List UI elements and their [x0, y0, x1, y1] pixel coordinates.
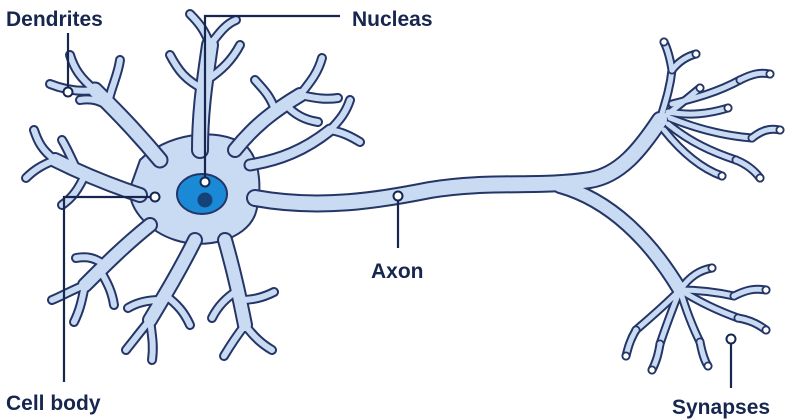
synapse-terminal	[704, 362, 711, 369]
dendrites-marker	[64, 88, 73, 97]
synapse-terminal	[708, 264, 715, 271]
nucleolus	[198, 193, 213, 208]
dendrite-left	[55, 160, 140, 195]
dendrite-upper-left	[95, 90, 160, 160]
synapse-terminal	[692, 50, 699, 57]
axon-lower-branch-outline	[560, 186, 680, 290]
neuron-fill	[26, 14, 784, 374]
nucleus-marker	[201, 178, 210, 187]
synapses-label: Synapses	[672, 396, 770, 419]
dendrite-branch	[150, 320, 153, 360]
synapse-terminal	[762, 326, 769, 333]
dendrite-branch	[224, 325, 245, 356]
synapse-terminal	[776, 126, 783, 133]
synapse-terminal	[766, 70, 773, 77]
cell-body-label: Cell body	[6, 392, 101, 415]
synapse-terminal	[718, 172, 725, 179]
synapse-terminal	[648, 366, 655, 373]
synapse-terminal	[724, 104, 731, 111]
synapse-terminal	[756, 174, 763, 181]
axon-label: Axon	[371, 260, 424, 283]
axon-terminal	[672, 80, 740, 104]
dendrites-label: Dendrites	[6, 8, 103, 31]
dendrite-branch	[126, 320, 150, 350]
axon-marker	[394, 192, 403, 201]
nucleus-label: Nucleas	[352, 8, 433, 31]
synapse-terminal	[622, 352, 629, 359]
synapses-marker	[727, 335, 736, 344]
cell-body-marker	[151, 193, 160, 202]
synapse-terminal	[762, 286, 769, 293]
synapse-terminal	[660, 38, 667, 45]
synapse-terminal	[696, 84, 703, 91]
